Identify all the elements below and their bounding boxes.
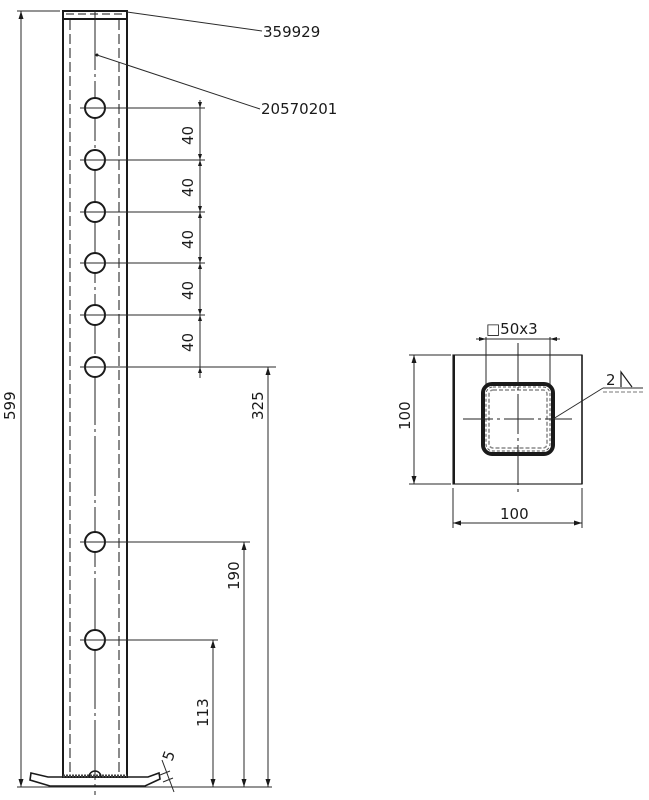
base-plate: [29, 770, 161, 787]
dim-spacing-4: 40: [179, 281, 197, 300]
weld-size: 2: [606, 371, 616, 389]
dim-325: 325: [249, 391, 267, 420]
dim-overall-height: 599: [1, 391, 19, 420]
holes: [80, 97, 276, 651]
dim-section-height: 100: [396, 401, 414, 430]
dim-tube-size: □50x3: [486, 320, 538, 338]
dim-113: 113: [194, 698, 212, 727]
dim-plate-thickness: 5: [159, 748, 179, 763]
dim-spacing-5: 40: [179, 333, 197, 352]
drain-hole: [88, 770, 102, 778]
callout-20570201: 20570201: [261, 100, 337, 118]
dim-spacing-1: 40: [179, 126, 197, 145]
callout-359929: 359929: [263, 23, 320, 41]
fillet-weld-icon: [620, 370, 633, 388]
dim-section-width: 100: [500, 505, 529, 523]
dim-190: 190: [225, 561, 243, 590]
dim-spacing-2: 40: [179, 178, 197, 197]
section-view: □50x3 100 100 2: [396, 320, 643, 528]
dim-spacing-3: 40: [179, 230, 197, 249]
callouts: 359929 20570201: [95, 11, 337, 118]
front-view: [17, 10, 276, 795]
weld-symbol: 2: [552, 370, 643, 420]
front-dimensions: 599 40 40 40 40 40 325 190 113: [1, 10, 271, 793]
